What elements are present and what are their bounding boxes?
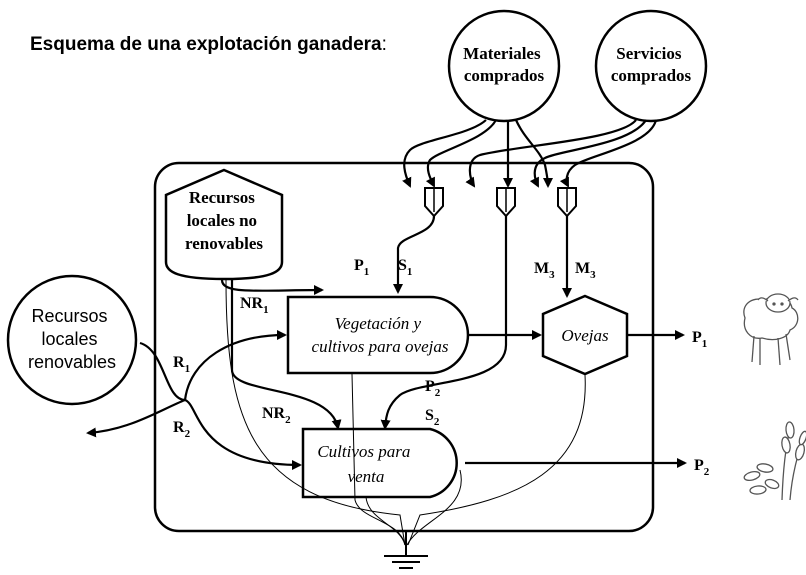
input-flows [402, 119, 658, 188]
label-s2: S2 [425, 407, 440, 428]
svg-text:Recursos locales no: Recursos locales no renovables [185, 188, 263, 253]
wheat-icon [743, 421, 806, 501]
recursos-renovables-node: Recursos locales renovables [6, 274, 138, 406]
materiales-node: Materiales comprados [447, 9, 561, 123]
vegetacion-node: Vegetación y cultivos para ovejas [286, 295, 470, 375]
label-p2-out: P2 [694, 457, 710, 478]
recursos-no-renovables-node: Recursos locales no renovables [164, 168, 284, 281]
servicios-node: Servicios comprados [594, 9, 708, 123]
svg-text:Recursos locales r: Recursos locales renovables [28, 306, 116, 372]
valve-2 [496, 187, 516, 218]
label-m3-b: M3 [575, 260, 596, 281]
flow-nr1 [220, 279, 324, 296]
label-r2: R2 [173, 419, 191, 440]
flow-nr2 [230, 280, 342, 430]
svg-text:Materiales comprados: Materiales comprados [463, 44, 545, 85]
flow-p2-s2 [380, 216, 508, 430]
energy-sink-lines [225, 279, 586, 546]
flow-r1 [139, 330, 287, 402]
svg-text:Ovejas: Ovejas [561, 326, 609, 345]
label-r1: R1 [173, 354, 190, 375]
diagram-title: Esquema de una explotación ganadera: [30, 34, 387, 55]
label-s1: S1 [398, 257, 412, 278]
valve-1 [424, 187, 444, 218]
svg-text:Cultivos para venta: Cultivos para venta [317, 442, 414, 486]
label-nr2: NR2 [262, 405, 291, 426]
svg-text:Servicios comprados: Servicios comprados [611, 44, 692, 85]
flow-r2 [184, 398, 302, 470]
label-p2-mid: P2 [425, 378, 441, 399]
sheep-icon [743, 293, 799, 366]
label-nr1: NR1 [240, 295, 269, 316]
svg-text:Vegetación y cultivos pa: Vegetación y cultivos para ovejas [312, 314, 449, 356]
label-p1-top: P1 [354, 257, 369, 278]
flow-r-out [86, 398, 186, 438]
label-p1-out: P1 [692, 329, 707, 350]
valve-3 [557, 187, 577, 218]
ovejas-node: Ovejas [541, 294, 629, 376]
cultivos-venta-node: Cultivos para venta [301, 427, 458, 499]
label-m3-a: M3 [534, 260, 555, 281]
flow-p1-s1 [393, 215, 436, 294]
ground-icon [384, 530, 428, 569]
